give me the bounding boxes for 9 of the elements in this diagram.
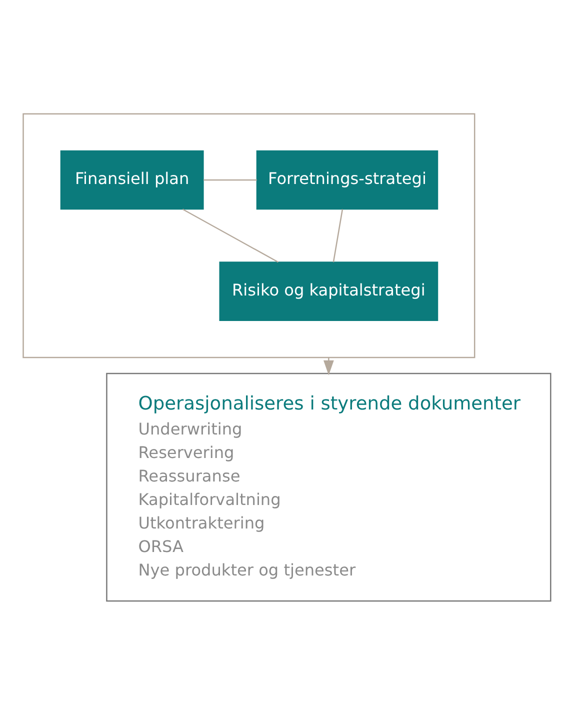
cluster — [22, 112, 476, 358]
node-box: Operasjonaliseres i styrende dokumenter Underwriting Reservering Reassuranse Kapitalforvaltning Utkontraktering ORSA Nye produkter og tjenester — [106, 372, 552, 602]
connector — [332, 208, 344, 262]
node-box: Forretnings-strategi — [256, 150, 438, 210]
connector — [204, 178, 257, 180]
node-box: Finansiell plan — [60, 150, 204, 210]
arrow — [323, 356, 334, 375]
node-box: Risiko og kapitalstrategi — [219, 261, 438, 320]
connector — [182, 208, 279, 262]
